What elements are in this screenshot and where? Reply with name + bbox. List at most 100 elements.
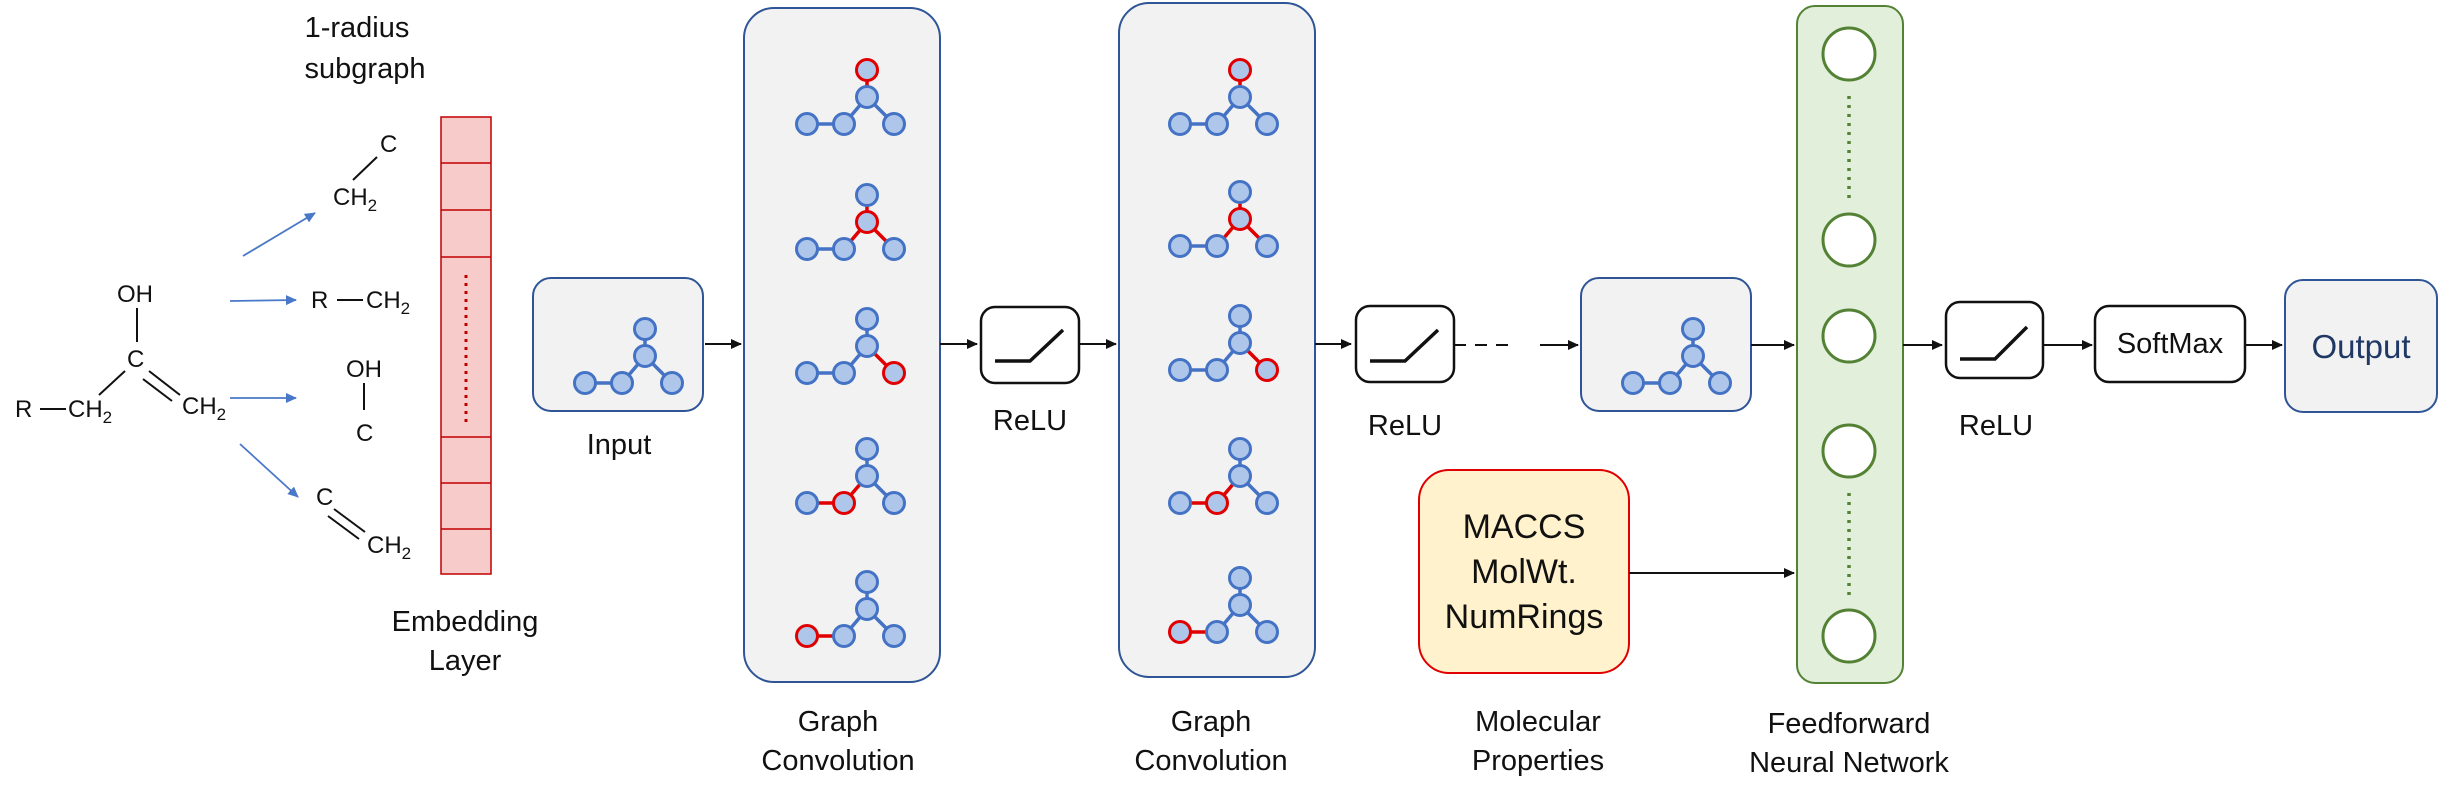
gc2-graph-3-node-3	[1168, 491, 1192, 515]
svg-text:OH: OH	[346, 356, 382, 383]
input-graph-node-4	[660, 371, 684, 395]
gc2-graph-1-node-4	[1255, 234, 1279, 258]
output-box	[2284, 279, 2438, 413]
ffn-node-0	[1821, 26, 1877, 82]
final-graph	[1621, 317, 1732, 395]
gc1-graph-4	[795, 570, 906, 648]
gc2-graph-2-node-4	[1255, 358, 1279, 382]
gc1-graph-1-node-4	[882, 237, 906, 261]
fragment-ch2: CH2	[333, 184, 377, 215]
svg-text:CH2: CH2	[366, 287, 410, 318]
ffn-node-2	[1821, 308, 1877, 364]
gc2-graph-3-node-4	[1255, 491, 1279, 515]
gc1-graph-2-node-2	[832, 361, 856, 385]
final-graph-node-1	[1681, 344, 1705, 368]
embedding-title-line2: Layer	[429, 645, 502, 677]
gc1-graph-4-node-4	[882, 624, 906, 648]
gc1-graph-4-node-2	[832, 624, 856, 648]
gc1-graph-3-node-2	[832, 491, 856, 515]
gc2-graph-3	[1168, 437, 1279, 515]
input-graph	[573, 317, 684, 395]
gc2-graph-4-node-3	[1168, 620, 1192, 644]
gc2-graph-4-node-4	[1255, 620, 1279, 644]
gc2-graph-0-node-0	[1228, 58, 1252, 82]
gc2-graph-0-node-2	[1205, 112, 1229, 136]
relu-2-box	[1354, 304, 1456, 384]
gc2-graph-0-node-4	[1255, 112, 1279, 136]
gc1-graph-3-node-4	[882, 491, 906, 515]
gc1-graph-3-node-1	[855, 464, 879, 488]
gc2-graph-2	[1168, 304, 1279, 382]
relu-3-icon	[1960, 325, 2029, 361]
ffn-label-line1: Feedforward	[1768, 708, 1931, 740]
gc2-graph-4-node-0	[1228, 566, 1252, 590]
ffn-node-4	[1821, 608, 1877, 664]
gc1-graph-0-node-4	[882, 112, 906, 136]
ffn-node-1	[1821, 212, 1877, 268]
final-graph	[1621, 317, 1732, 395]
gc1-graph-1-node-2	[832, 237, 856, 261]
gc1-graph-3-node-3	[795, 491, 819, 515]
svg-text:C: C	[316, 484, 333, 511]
gc1-graph-2-node-4	[882, 361, 906, 385]
mol-props-label-line2: Properties	[1472, 745, 1604, 777]
relu-2-label: ReLU	[1368, 410, 1442, 442]
gc1-graph-0-node-0	[855, 58, 879, 82]
embedding-bar	[440, 116, 492, 575]
input-label: Input	[587, 429, 652, 461]
gc2-graph-2-node-1	[1228, 331, 1252, 355]
ffn-node-3	[1821, 423, 1877, 479]
gc2-graph-1	[1168, 180, 1279, 258]
relu-1-label: ReLU	[993, 405, 1067, 437]
gc2-graph-1-node-2	[1205, 234, 1229, 258]
gc2-graph-1-node-0	[1228, 180, 1252, 204]
gc1-graph-4-node-0	[855, 570, 879, 594]
gc1-graph-1-node-3	[795, 237, 819, 261]
gc1-graph-1	[795, 183, 906, 261]
gc1-graph-1-node-0	[855, 183, 879, 207]
gc2-graph-4	[1168, 566, 1279, 644]
gc1-graph-0	[795, 58, 906, 136]
relu-1-icon	[995, 328, 1065, 363]
gc2-graph-0-node-3	[1168, 112, 1192, 136]
relu-2-icon	[1370, 328, 1440, 363]
graph-conv-1-panel	[743, 7, 941, 683]
gc1-graph-2	[795, 307, 906, 385]
input-graph-node-3	[573, 371, 597, 395]
gc2-graph-2-node-0	[1228, 304, 1252, 328]
graph-conv-2-graphs	[1168, 58, 1279, 644]
subgraph-arrows	[229, 212, 316, 498]
graph-conv-2-label-line1: Graph	[1171, 706, 1252, 738]
gc2-graph-1-node-1	[1228, 207, 1252, 231]
ffn-nodes	[1821, 26, 1877, 664]
mol-prop-2: NumRings	[1445, 598, 1604, 636]
gc1-graph-0-node-2	[832, 112, 856, 136]
gc2-graph-0	[1168, 58, 1279, 136]
ffn-label-line2: Neural Network	[1749, 747, 1949, 779]
mol-props-label-line1: Molecular	[1475, 706, 1601, 738]
gc1-graph-3	[795, 437, 906, 515]
gc2-graph-0-node-1	[1228, 85, 1252, 109]
gc1-graph-4-node-3	[795, 624, 819, 648]
gc2-graph-2-node-3	[1168, 358, 1192, 382]
gc1-graph-1-node-1	[855, 210, 879, 234]
input-graph-node-2	[610, 371, 634, 395]
molecule-oh-label: OH	[117, 281, 153, 308]
gc2-graph-2-node-2	[1205, 358, 1229, 382]
gc2-graph-3-node-2	[1205, 491, 1229, 515]
gc2-graph-3-node-1	[1228, 464, 1252, 488]
gc1-graph-4-node-1	[855, 597, 879, 621]
gc1-graph-0-node-3	[795, 112, 819, 136]
molecule-ch2-right: CH2	[182, 393, 226, 424]
fragment-oh-c: OH C	[346, 356, 382, 447]
subgraph-title-line1: 1-radius	[305, 12, 410, 44]
graph-conv-2-label-line2: Convolution	[1134, 745, 1287, 777]
svg-text:C: C	[380, 131, 397, 158]
final-graph-node-2	[1658, 371, 1682, 395]
relu-1-box	[979, 305, 1081, 385]
svg-text:CH2: CH2	[367, 532, 411, 563]
final-graph-node-4	[1708, 371, 1732, 395]
graph-conv-2-panel	[1118, 2, 1316, 678]
molecular-properties-box	[1418, 469, 1630, 674]
